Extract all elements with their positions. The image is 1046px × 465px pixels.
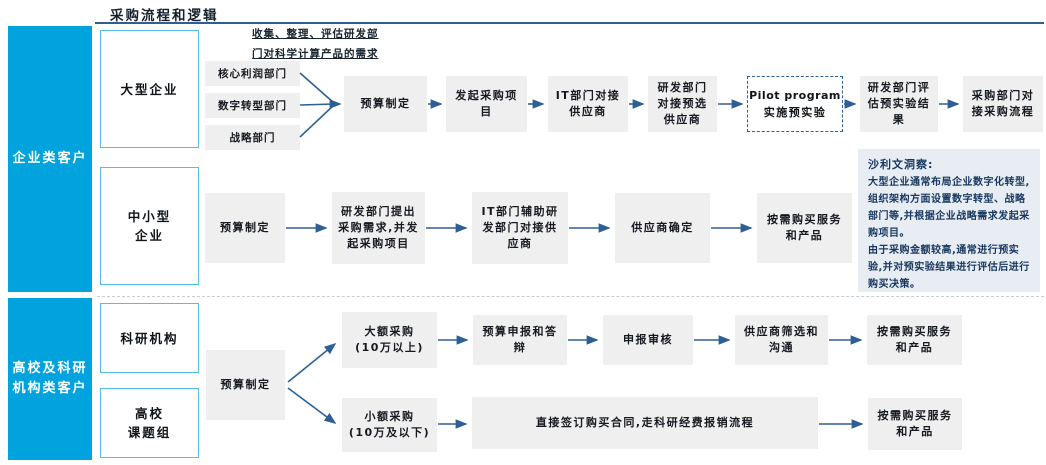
step-buy-on-demand-large-amount: 按需购买服务和产品 — [867, 315, 962, 365]
title-underline — [95, 22, 1044, 24]
amount-label: 大额采购 — [364, 325, 415, 338]
dept-core-profit: 核心利润部门 — [205, 61, 300, 86]
box-label: 发起采购项目 — [455, 89, 518, 118]
box-label: 申报审核 — [623, 333, 673, 346]
insight-title: 沙利文洞察: — [868, 158, 934, 171]
dept-digital-transformation: 数字转型部门 — [205, 93, 300, 118]
box-label: IT部门对接供应商 — [555, 89, 621, 118]
box-label: 预算制定 — [360, 97, 411, 110]
category-label: 课题组 — [127, 425, 172, 440]
step-supplier-screening: 供应商筛选和沟通 — [735, 315, 828, 365]
insight-paragraph-2: 由于采购金额较高,通常进行预实验,并对预实验结果进行评估后进行购买决策。 — [868, 245, 1030, 290]
category-large-enterprise: 大型企业 — [100, 30, 199, 148]
step-budget-academic: 预算制定 — [206, 350, 285, 420]
sidebar-academic-customers: 高校及科研 机构类客户 — [8, 298, 92, 460]
step-budget-declaration-defense: 预算申报和答辩 — [473, 315, 567, 365]
step-small-amount-purchase: 小额采购 (10万及以下) — [342, 398, 437, 452]
box-label: 采购部门对接采购流程 — [971, 89, 1035, 118]
amount-label: 小额采购 — [364, 410, 415, 423]
category-sme: 中小型 企业 — [100, 167, 199, 285]
insight-paragraph-1: 大型企业通常布局企业数字化转型,组织架构方面设置数字转型、战略部门等,并根据企业… — [868, 177, 1030, 239]
box-label: 小额采购 (10万及以下) — [349, 409, 430, 441]
step-initiate-procurement: 发起采购项目 — [446, 76, 527, 132]
category-label: 大型企业 — [120, 81, 179, 97]
step-budget-sme: 预算制定 — [205, 193, 285, 263]
box-label: IT部门辅助研发部门对接供应商 — [481, 205, 559, 250]
step-supplier-confirmed: 供应商确定 — [615, 193, 710, 263]
box-label: 直接签订购买合同,走科研经费报销流程 — [535, 416, 755, 429]
step-it-contact-supplier: IT部门对接供应商 — [548, 76, 628, 132]
box-label: 数字转型部门 — [218, 99, 287, 112]
requirements-note: 收集、整理、评估研发部 门对科学计算产品的需求 — [252, 24, 412, 64]
sidebar-enterprise-customers: 企业类客户 — [8, 26, 92, 292]
box-label: 预算申报和答辩 — [482, 325, 558, 354]
arrow-diverge-up — [287, 342, 337, 383]
category-research-institution: 科研机构 — [100, 303, 199, 373]
step-budget-large: 预算制定 — [344, 76, 427, 132]
amount-threshold: (10万及以下) — [348, 426, 431, 439]
box-label: 研发部门对接预选供应商 — [657, 81, 708, 126]
step-buy-on-demand-small-amount: 按需购买服务和产品 — [868, 398, 962, 450]
pilot-label-cn: 实施预实验 — [763, 106, 827, 119]
arrow-diverge-down — [287, 387, 337, 424]
note-line: 收集、整理、评估研发部 — [252, 28, 379, 40]
category-label: 企业 — [134, 228, 164, 243]
category-label: 中小型 — [127, 209, 172, 224]
category-label: 科研机构 — [120, 330, 179, 346]
step-buy-on-demand-sme: 按需购买服务和产品 — [757, 193, 852, 263]
arrow-converge-1 — [299, 72, 335, 104]
box-label: 战略部门 — [229, 131, 276, 144]
sullivan-insight-panel: 沙利文洞察: 大型企业通常布局企业数字化转型,组织架构方面设置数字转型、战略部门… — [858, 149, 1040, 292]
box-label: 按需购买服务和产品 — [767, 213, 842, 242]
box-label: 研发部门提出采购需求,并发起采购项目 — [338, 205, 419, 250]
step-rd-evaluate-pilot: 研发部门评估预实验结果 — [860, 76, 938, 132]
arrow-converge-2 — [299, 103, 335, 106]
step-it-assist-rd: IT部门辅助研发部门对接供应商 — [472, 192, 568, 264]
step-direct-contract-reimbursement: 直接签订购买合同,走科研经费报销流程 — [472, 397, 818, 449]
category-university-group: 高校 课题组 — [100, 388, 199, 458]
box-label: 大额采购 (10万以上) — [355, 324, 424, 356]
box-label: 按需购买服务和产品 — [877, 409, 953, 438]
sidebar-enterprise-label: 企业类客户 — [12, 151, 88, 166]
step-declaration-review: 申报审核 — [603, 315, 693, 365]
box-label: 预算制定 — [220, 221, 270, 234]
box-label: 核心利润部门 — [218, 67, 287, 80]
note-line: 门对科学计算产品的需求 — [252, 48, 379, 60]
sidebar-academic-label-line1: 高校及科研 — [12, 361, 88, 376]
box-label: 供应商确定 — [631, 221, 694, 234]
step-procurement-dept-process: 采购部门对接采购流程 — [963, 76, 1043, 132]
step-large-amount-purchase: 大额采购 (10万以上) — [342, 312, 437, 368]
sidebar-academic-label-line2: 机构类客户 — [12, 381, 88, 396]
box-label: 研发部门评估预实验结果 — [867, 81, 931, 126]
box-label: 供应商筛选和沟通 — [744, 325, 819, 354]
section-separator — [97, 296, 1044, 297]
step-rd-preselect-supplier: 研发部门对接预选供应商 — [648, 76, 717, 132]
pilot-label-en: Pilot program — [749, 89, 841, 102]
box-label: 预算制定 — [220, 378, 271, 391]
dept-strategy: 战略部门 — [205, 125, 300, 150]
step-rd-raise-demand: 研发部门提出采购需求,并发起采购项目 — [332, 192, 425, 264]
box-label: 按需购买服务和产品 — [877, 325, 952, 354]
amount-threshold: (10万以上) — [355, 341, 424, 354]
diagram-title: 采购流程和逻辑 — [110, 8, 219, 24]
category-label: 高校 — [134, 406, 164, 421]
arrow-converge-3 — [299, 104, 335, 138]
step-pilot-program: Pilot program 实施预实验 — [747, 76, 843, 132]
